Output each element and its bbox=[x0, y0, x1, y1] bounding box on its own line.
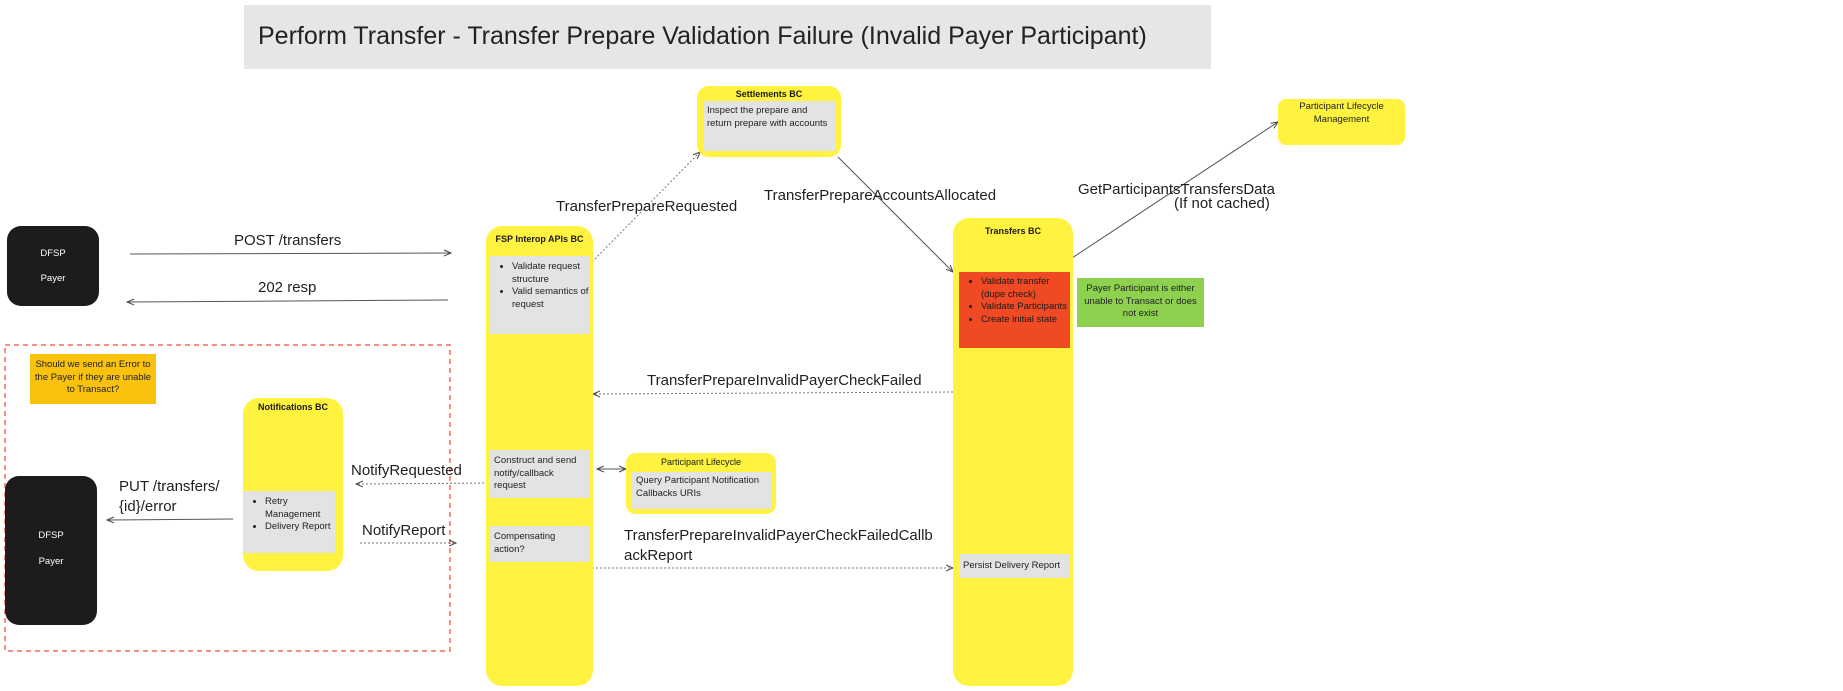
participant-lifecycle-text-box: Query Participant Notification Callbacks… bbox=[631, 472, 771, 509]
arrow-notify-requested bbox=[356, 483, 489, 484]
lane-title: FSP Interop APIs BC bbox=[495, 234, 584, 244]
persist-delivery-report-box: Persist Delivery Report bbox=[959, 554, 1070, 578]
validate-item: Validate request structure bbox=[512, 261, 589, 286]
note-question: Should we send an Error to the Payer if … bbox=[30, 354, 156, 404]
validate-request-box: Validate request structure Valid semanti… bbox=[490, 256, 589, 334]
construct-send-box: Construct and send notify/callback reque… bbox=[490, 450, 589, 498]
settlements-text-box: Inspect the prepare and return prepare w… bbox=[703, 101, 836, 151]
page-title: Perform Transfer - Transfer Prepare Vali… bbox=[258, 22, 1147, 50]
settlements-title: Settlements BC bbox=[735, 89, 803, 99]
arrow-202-resp bbox=[127, 300, 449, 302]
label-put-error-line1: PUT /transfers/ bbox=[119, 478, 220, 495]
label-invalid-payer-failed: TransferPrepareInvalidPayerCheckFailed bbox=[647, 372, 922, 389]
lane-title: Notifications BC bbox=[257, 402, 328, 412]
validate-item: Valid semantics of request bbox=[512, 286, 589, 311]
arrow-prepare-requested bbox=[591, 152, 700, 263]
label-notify-requested: NotifyRequested bbox=[351, 462, 462, 479]
arrow-get-participants bbox=[1071, 122, 1278, 259]
arrow-accounts-allocated bbox=[837, 156, 953, 272]
participant-lifecycle-management: Participant Lifecycle Management bbox=[1278, 99, 1405, 145]
compensating-action-box: Compensating action? bbox=[490, 526, 589, 562]
actor-dfsp-payer-top: DFSP Payer bbox=[7, 226, 99, 306]
actor-label-dfsp: DFSP bbox=[40, 248, 66, 259]
label-callback-report-line2: ackReport bbox=[624, 547, 693, 564]
label-accounts-allocated: TransferPrepareAccountsAllocated bbox=[764, 187, 997, 204]
validate-item: Validate Participants bbox=[981, 301, 1070, 314]
label-put-error-line2: {id}/error bbox=[119, 498, 177, 515]
validate-item: Validate transfer (dupe check) bbox=[981, 276, 1070, 301]
label-post-transfers: POST /transfers bbox=[234, 232, 342, 249]
lane-title: Transfers BC bbox=[984, 226, 1042, 236]
arrow-invalid-payer-failed bbox=[593, 392, 954, 394]
label-if-not-cached: (If not cached) bbox=[1174, 195, 1270, 212]
arrow-put-error bbox=[107, 519, 234, 520]
arrow-post-transfers bbox=[129, 253, 451, 254]
label-get-participants: GetParticipantsTransfersData bbox=[1078, 181, 1276, 198]
actor-label-dfsp: DFSP bbox=[38, 530, 64, 541]
dashed-group-border bbox=[4, 344, 451, 652]
validate-item: Create initial state bbox=[981, 314, 1070, 327]
label-notify-report: NotifyReport bbox=[362, 522, 446, 539]
notification-item: Retry Management bbox=[265, 496, 335, 521]
label-callback-report-line1: TransferPrepareInvalidPayerCheckFailedCa… bbox=[624, 527, 933, 544]
title-box: Perform Transfer - Transfer Prepare Vali… bbox=[244, 5, 1211, 69]
actor-label-payer: Payer bbox=[38, 556, 64, 567]
actor-label-payer: Payer bbox=[40, 273, 66, 284]
note-payer-invalid: Payer Participant is either unable to Tr… bbox=[1077, 278, 1204, 327]
participant-lifecycle-title: Participant Lifecycle bbox=[660, 457, 742, 467]
actor-dfsp-payer-bottom: DFSP Payer bbox=[5, 476, 97, 625]
notifications-items-box: Retry Management Delivery Report bbox=[243, 491, 335, 553]
label-202-resp: 202 resp bbox=[258, 279, 317, 296]
validate-transfer-box: Validate transfer (dupe check) Validate … bbox=[959, 272, 1070, 348]
label-prepare-requested: TransferPrepareRequested bbox=[556, 198, 738, 215]
notification-item: Delivery Report bbox=[265, 521, 335, 534]
